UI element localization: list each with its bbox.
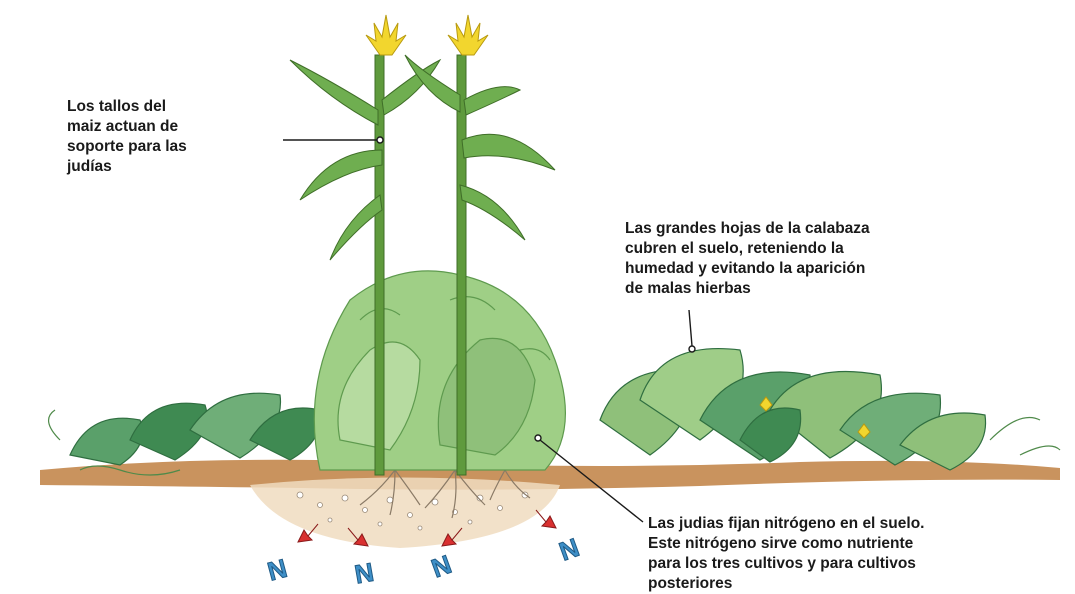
corn-annotation-line: Los tallos del — [67, 97, 187, 117]
squash-annotation-line: humedad y evitando la aparición — [625, 259, 870, 279]
corn-annotation-line: soporte para las — [67, 137, 187, 157]
corn-annotation-line: maiz actuan de — [67, 117, 187, 137]
beans-annotation-line: Las judias fijan nitrógeno en el suelo. — [648, 514, 924, 534]
nitrogen-symbol: N — [352, 557, 376, 590]
nitrogen-symbol: N — [264, 553, 290, 587]
corn-tassels — [366, 15, 488, 55]
beans-annotation: Las judias fijan nitrógeno en el suelo. … — [648, 514, 924, 594]
squash-annotation-line: cubren el suelo, reteniendo la — [625, 239, 870, 259]
nitrogen-symbol: N — [555, 532, 583, 567]
squash-leader-line — [689, 310, 692, 346]
nitrogen-symbol: N — [427, 549, 455, 584]
squash-annotation: Las grandes hojas de la calabaza cubren … — [625, 219, 870, 299]
beans-annotation-line: para los tres cultivos y para cultivos — [648, 554, 924, 574]
corn-annotation: Los tallos del maiz actuan de soporte pa… — [67, 97, 187, 177]
beans-annotation-line: posteriores — [648, 574, 924, 594]
bean-foliage — [314, 271, 565, 470]
corn-annotation-line: judías — [67, 157, 187, 177]
squash-annotation-line: de malas hierbas — [625, 279, 870, 299]
beans-annotation-line: Este nitrógeno sirve como nutriente — [648, 534, 924, 554]
squash-leaves-right — [600, 349, 1060, 470]
squash-annotation-line: Las grandes hojas de la calabaza — [625, 219, 870, 239]
